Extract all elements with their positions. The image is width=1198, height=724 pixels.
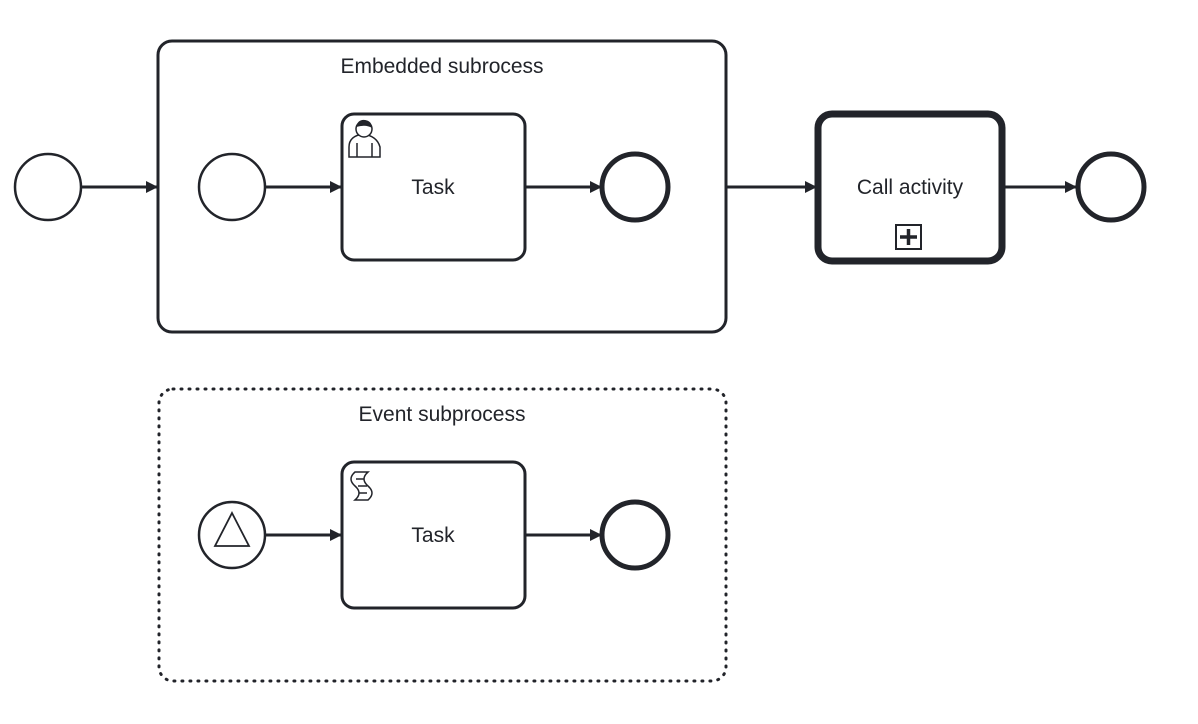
plus-square-icon bbox=[895, 224, 922, 250]
script-task-label: Task bbox=[411, 524, 455, 547]
script-icon bbox=[350, 471, 373, 501]
call-activity-label: Call activity bbox=[857, 176, 964, 199]
event-subprocess-label: Event subprocess bbox=[359, 403, 526, 426]
process-end-event[interactable] bbox=[1075, 151, 1147, 223]
user-icon bbox=[348, 119, 381, 158]
subprocess-start-event[interactable] bbox=[197, 152, 267, 222]
user-task-label: Task bbox=[411, 176, 455, 199]
event-subprocess[interactable]: Event subprocess Task bbox=[157, 387, 728, 683]
user-task[interactable]: Task bbox=[340, 112, 527, 262]
subprocess-end-event[interactable] bbox=[599, 151, 671, 223]
embedded-subprocess[interactable]: Embedded subrocess Task bbox=[156, 39, 728, 334]
embedded-subprocess-label: Embedded subrocess bbox=[340, 55, 543, 78]
call-activity[interactable]: Call activity bbox=[814, 110, 1006, 265]
event-subprocess-end-event[interactable] bbox=[599, 499, 671, 571]
triangle-icon bbox=[213, 511, 251, 547]
process-start-event[interactable] bbox=[13, 152, 83, 222]
script-task[interactable]: Task bbox=[340, 460, 527, 610]
signal-start-event[interactable] bbox=[197, 500, 267, 570]
